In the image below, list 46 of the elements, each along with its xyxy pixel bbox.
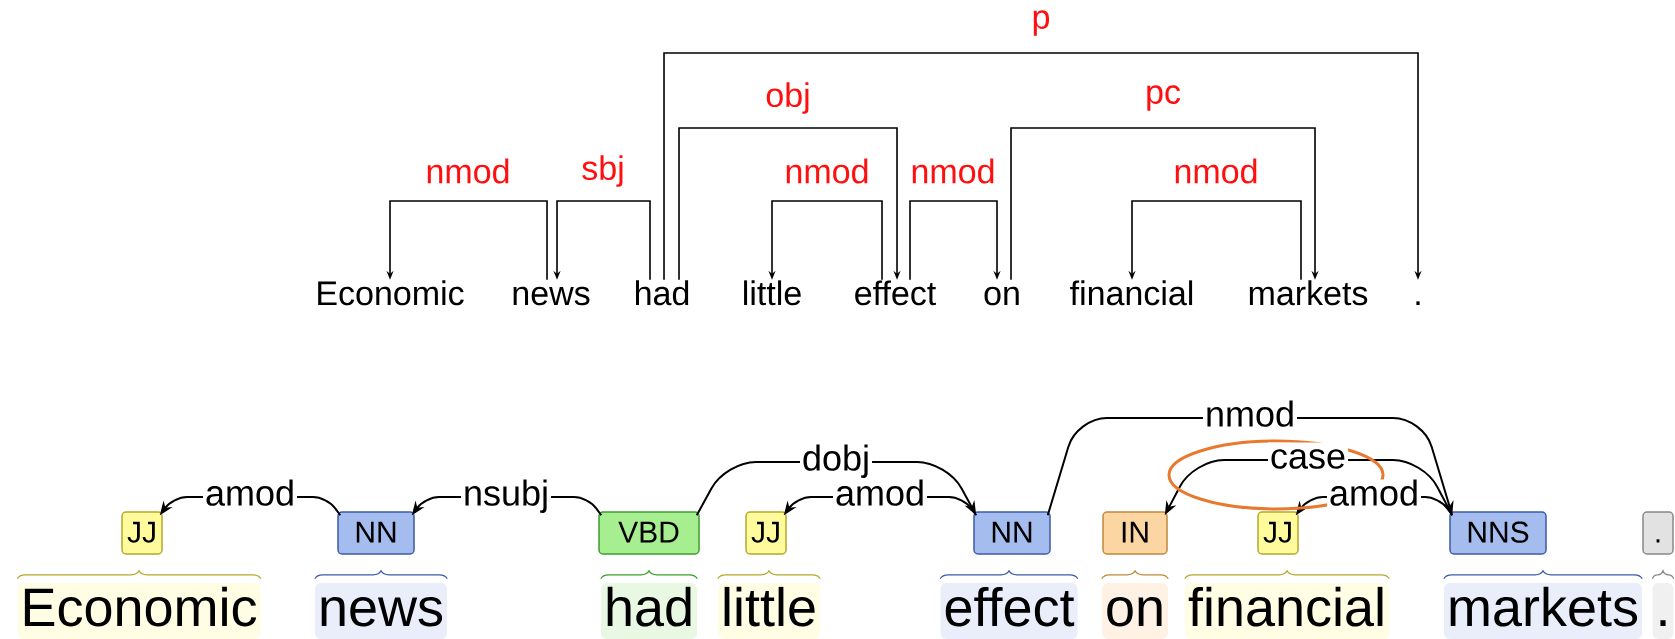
highlighted-word: little — [718, 583, 821, 639]
edge-label: sbj — [582, 155, 623, 187]
highlighted-word: markets — [1444, 583, 1642, 639]
word: Economic — [318, 280, 464, 306]
highlighted-word: had — [600, 583, 698, 639]
edge-label: nmod — [1203, 400, 1298, 436]
pos-tag-box: . — [1642, 511, 1674, 555]
highlighted-word: news — [315, 583, 448, 639]
arrow — [678, 127, 901, 281]
highlighted-word: . — [1652, 583, 1674, 639]
pos-tag-box: NN — [337, 511, 415, 555]
edge-label: pc — [1147, 85, 1181, 111]
pos-tag-box: NN — [973, 511, 1051, 555]
pos-tag-box: NNS — [1449, 511, 1547, 555]
word: had — [636, 280, 689, 306]
highlighted-word: on — [1102, 583, 1169, 639]
word: financial — [1070, 280, 1193, 306]
word: news — [513, 286, 590, 306]
arrow — [1010, 127, 1319, 281]
arrow — [663, 52, 1422, 281]
word: markets — [1249, 280, 1368, 306]
pos-tag-box: JJ — [121, 511, 163, 555]
word: on — [984, 286, 1019, 306]
edge-label: nmod — [427, 158, 509, 184]
word: effect — [855, 280, 937, 306]
highlighted-word: effect — [940, 583, 1078, 639]
edge-label: obj — [766, 82, 809, 114]
edge-label: case — [1268, 442, 1349, 478]
pos-tag-box: JJ — [1257, 511, 1299, 555]
highlighted-word: financial — [1184, 583, 1390, 639]
highlighted-word: Economic — [17, 583, 261, 639]
word: little — [744, 280, 801, 306]
edge-label: nmod — [1175, 158, 1257, 184]
edge-label: nmod — [912, 158, 994, 184]
word: . — [1416, 301, 1420, 305]
pos-tag-box: JJ — [745, 511, 787, 555]
pos-tag-box: VBD — [598, 511, 700, 555]
edge-label: dobj — [800, 444, 873, 480]
edge-label: amod — [203, 479, 298, 515]
arrow — [909, 200, 1001, 281]
edge-label: nmod — [786, 158, 868, 184]
pos-tag-box: IN — [1102, 511, 1168, 555]
edge-label: amod — [833, 479, 928, 515]
edge-label: amod — [1327, 479, 1422, 515]
edge-label: p — [1033, 10, 1050, 36]
edge-label: nsubj — [461, 479, 552, 515]
